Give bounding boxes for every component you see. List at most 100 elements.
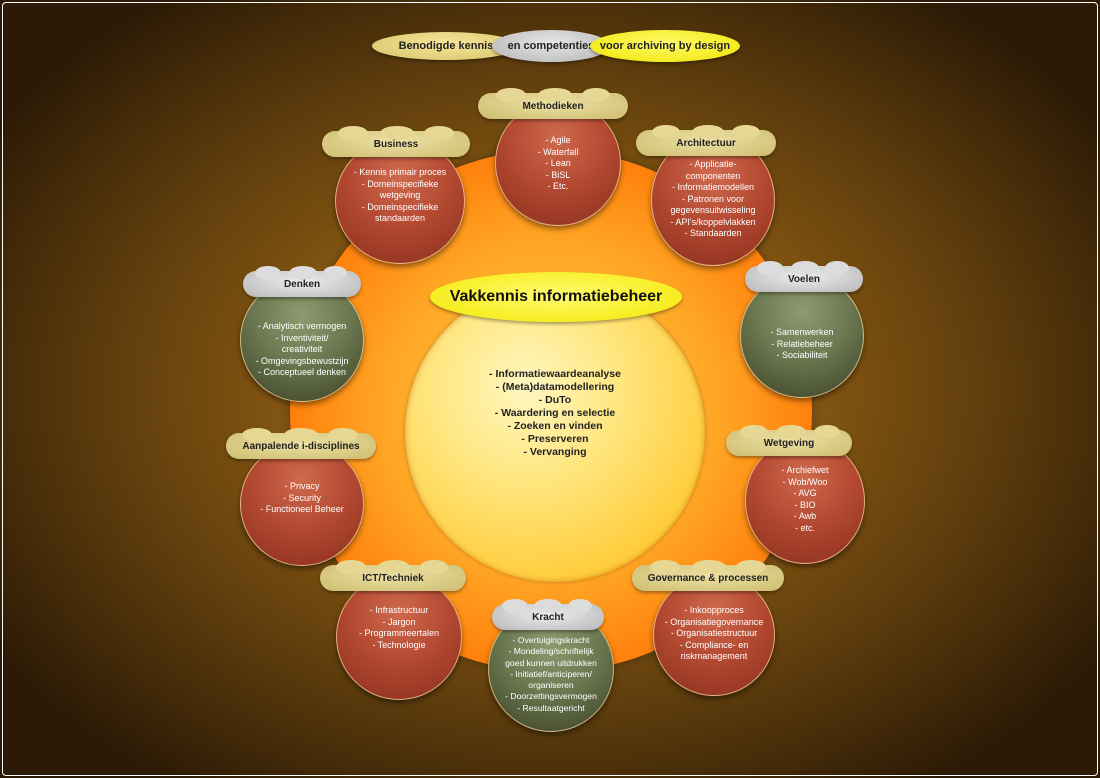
list-item: - Standaarden (684, 228, 742, 238)
satellite-list: - Privacy - Security - Functioneel Behee… (245, 481, 359, 516)
list-item: standaarden (374, 213, 426, 223)
list-item: - Analytisch vermogen (257, 321, 347, 331)
label-architectuur: Architectuur (636, 125, 776, 156)
list-item: - Functioneel Beheer (260, 504, 344, 514)
satellite-denken: - Analytisch vermogen - Inventiviteit/ c… (240, 278, 364, 402)
satellite-list: - Applicatie- componenten - Informatiemo… (656, 159, 770, 240)
list-item: - Etc. (547, 181, 569, 191)
satellite-ict: - Infrastructuur - Jargon - Programmeert… (336, 574, 462, 700)
satellite-architectuur: - Applicatie- componenten - Informatiemo… (651, 134, 775, 266)
list-item: goed kunnen uitdrukken (505, 657, 597, 668)
list-item: - Lean (545, 158, 571, 168)
label-ict: ICT/Techniek (320, 560, 466, 591)
list-item: - Infrastructuur (369, 605, 429, 615)
satellite-governance: - Inkoopproces - Organisatiegovernance -… (653, 574, 775, 696)
list-item: - Wob/Woo (782, 476, 828, 487)
satellite-list: - Overtuigingskracht - Mondeling/schrift… (493, 635, 609, 714)
header-pill-archiving: voor archiving by design (590, 30, 740, 62)
list-item: - Waterfall (537, 146, 579, 157)
list-item: - Resultaatgericht (517, 702, 585, 713)
center-item: - DuTo (538, 394, 572, 406)
center-title: Vakkennis informatiebeheer (430, 272, 682, 322)
label-business: Business (322, 126, 470, 157)
list-item: gegevensuitwisseling (670, 205, 756, 215)
center-item: - Vervanging (523, 446, 587, 458)
list-item: organiseren (528, 680, 574, 691)
list-item: - Domeinspecifieke (361, 178, 439, 189)
list-item: riskmanagement (680, 651, 748, 661)
satellite-business: - Kennis primair proces - Domeinspecifie… (335, 138, 465, 264)
center-item: - (Meta)datamodellering (495, 381, 615, 393)
header-part3: voor archiving by design (599, 40, 731, 52)
satellite-list: - Analytisch vermogen - Inventiviteit/ c… (245, 321, 359, 379)
list-item: - Technologie (372, 639, 426, 650)
list-item: - Kennis primair proces (353, 167, 447, 177)
satellite-list: - Infrastructuur - Jargon - Programmeert… (341, 605, 457, 651)
satellite-list: - Kennis primair proces - Domeinspecifie… (340, 167, 460, 225)
center-title-text: Vakkennis informatiebeheer (449, 288, 663, 305)
label-text: Methodieken (522, 100, 584, 112)
list-item: - etc. (794, 522, 815, 533)
list-item: - Mondeling/schriftelijk (508, 646, 594, 657)
satellite-list: - Archiefwet - Wob/Woo - AVG - BIO - Awb… (750, 465, 860, 534)
label-methodieken: Methodieken (478, 88, 628, 119)
label-text: Business (373, 138, 419, 150)
list-item: - Inkoopproces (684, 605, 744, 615)
center-item: - Waardering en selectie (494, 407, 616, 419)
list-item: - Archiefwet (781, 465, 829, 475)
satellite-voelen: - Samenwerken - Relatiebeheer - Sociabil… (740, 274, 864, 398)
label-text: Kracht (532, 611, 564, 623)
list-item: - Organisatiegovernance (664, 616, 764, 627)
list-item: - Privacy (284, 481, 320, 491)
header-part2: en competenties (507, 40, 595, 52)
list-item: - Sociabiliteit (776, 350, 828, 360)
satellite-list: - Samenwerken - Relatiebeheer - Sociabil… (745, 327, 859, 362)
label-voelen: Voelen (745, 261, 863, 292)
label-text: ICT/Techniek (362, 572, 424, 584)
list-item: - Awb (793, 511, 817, 521)
label-text: Aanpalende i-disciplines (242, 440, 360, 452)
list-item: - Patronen voor (681, 193, 745, 204)
list-item: - AVG (793, 488, 817, 498)
list-item: - Doorzettingsvermogen (505, 691, 597, 702)
label-text: Voelen (787, 273, 821, 285)
list-item: - Informatiemodellen (671, 182, 755, 192)
label-text: Architectuur (676, 137, 736, 149)
list-item: - API's/koppelvlakken (670, 216, 756, 227)
list-item: - Programmeertalen (358, 628, 440, 638)
center-item: - Preserveren (521, 433, 589, 445)
list-item: - Compliance- en (679, 639, 749, 650)
list-item: - BiSL (545, 169, 571, 180)
satellite-wetgeving: - Archiefwet - Wob/Woo - AVG - BIO - Awb… (745, 438, 865, 564)
list-item: - Security (282, 492, 321, 503)
center-list: - Informatiewaardeanalyse - (Meta)datamo… (455, 368, 655, 459)
label-kracht: Kracht (492, 599, 604, 630)
label-denken: Denken (243, 266, 361, 297)
center-item: - Zoeken en vinden (507, 420, 603, 432)
list-item: - Overtuigingskracht (512, 635, 590, 645)
list-item: - Domeinspecifieke (361, 201, 439, 212)
label-text: Denken (283, 278, 321, 290)
list-item: - Initiatief/anticiperen/ (510, 668, 592, 679)
list-item: - Inventiviteit/ (275, 332, 329, 343)
list-item: - Organisatiestructuur (670, 628, 758, 638)
list-item: - Applicatie- (689, 159, 737, 169)
center-item: - Informatiewaardeanalyse (489, 368, 621, 380)
list-item: - BIO (794, 499, 816, 510)
satellite-aanpalende: - Privacy - Security - Functioneel Behee… (240, 442, 364, 566)
label-aanpalende: Aanpalende i-disciplines (226, 428, 376, 459)
label-text: Wetgeving (763, 437, 815, 449)
inner-circle (405, 282, 705, 582)
list-item: - Relatiebeheer (771, 338, 833, 349)
label-text: Governance & processen (647, 572, 769, 584)
list-item: - Jargon (382, 616, 416, 627)
list-item: componenten (685, 170, 741, 181)
list-item: - Omgevingsbewustzijn (255, 355, 349, 366)
label-wetgeving: Wetgeving (726, 425, 852, 456)
list-item: creativiteit (281, 344, 323, 354)
label-governance: Governance & processen (632, 560, 784, 591)
list-item: - Conceptueel denken (257, 367, 347, 377)
satellite-methodieken: - Agile - Waterfall - Lean - BiSL - Etc. (495, 100, 621, 226)
list-item: - Samenwerken (770, 327, 834, 337)
satellite-list: - Agile - Waterfall - Lean - BiSL - Etc. (500, 135, 616, 193)
